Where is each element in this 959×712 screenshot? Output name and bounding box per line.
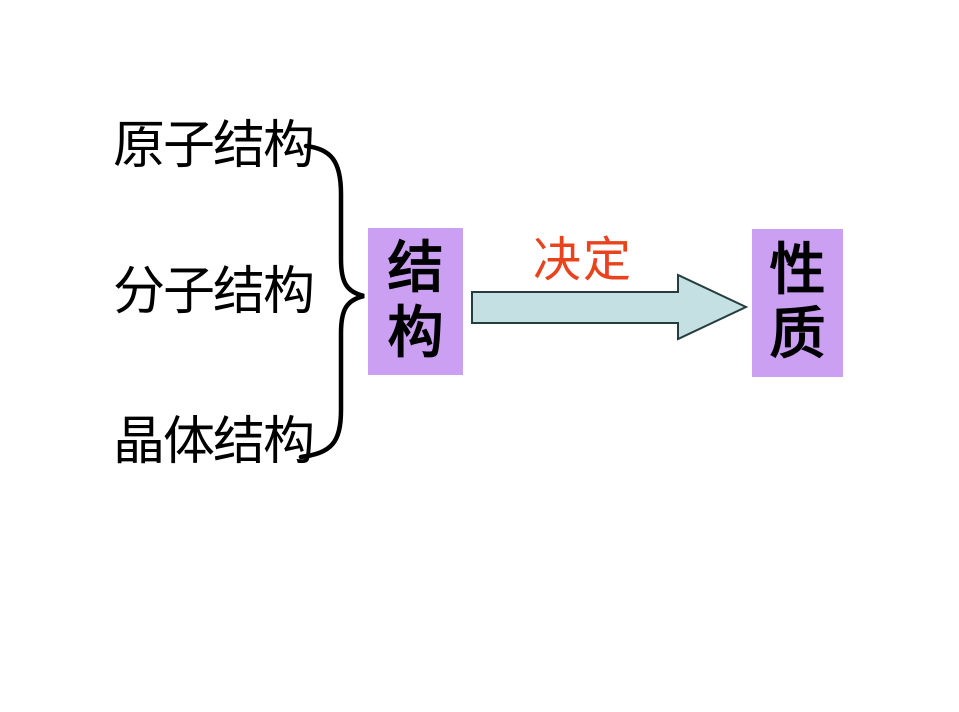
curly-brace <box>298 143 365 460</box>
label-molecular-structure: 分子结构 <box>113 264 315 321</box>
determines-label: 决定 <box>533 234 634 287</box>
structure-box <box>368 228 463 375</box>
structure-box-text-area: 结构 <box>368 228 463 375</box>
structure-box-label: 结构 <box>387 238 444 365</box>
label-crystal-structure: 晶体结构 <box>113 414 315 471</box>
property-box-label: 性质 <box>769 239 826 366</box>
property-box-text-area: 性质 <box>752 229 843 377</box>
label-atomic-structure: 原子结构 <box>113 118 315 175</box>
determines-arrow <box>471 273 749 341</box>
property-box <box>752 229 843 377</box>
